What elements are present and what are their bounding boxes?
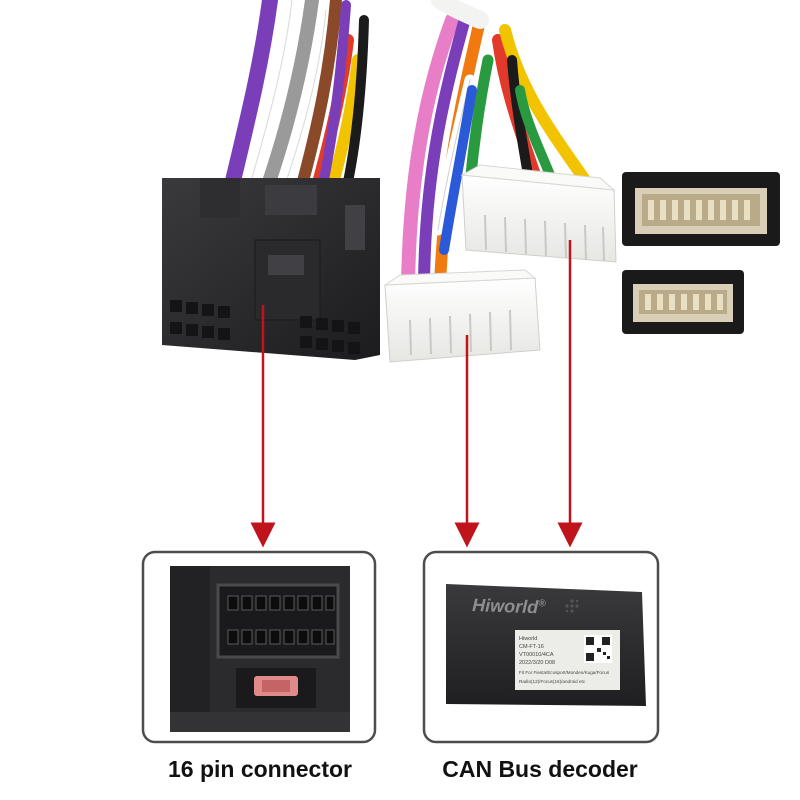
socket-inset-large xyxy=(622,172,780,246)
left-wire-bundle xyxy=(224,0,369,205)
decoder-label-line: CM-FT-16 xyxy=(519,644,544,650)
connector-inset xyxy=(141,550,377,744)
registered-mark: ® xyxy=(538,598,546,609)
speaker-grille-icon xyxy=(565,599,579,613)
socket-inset-small xyxy=(622,270,744,334)
decoder-brand-name: Hiworld xyxy=(472,595,540,617)
decoder-caption: CAN Bus decoder xyxy=(442,756,638,782)
decoder-label-line: 2022/3/20 D08 xyxy=(519,660,555,666)
qr-code-icon xyxy=(584,635,612,663)
connector-pin-grid xyxy=(227,595,335,645)
white-plug-small xyxy=(383,269,541,363)
arrows xyxy=(250,240,583,548)
decoder-label-line: Fit For Fiesta/Ecosport/Mondeo/Kuga/Focu… xyxy=(519,670,610,675)
plug-pin-row xyxy=(170,300,360,354)
right-wire-bundle xyxy=(401,0,591,292)
decoder-label-line: VT00010/4CA xyxy=(519,652,554,658)
connector-caption: 16 pin connector xyxy=(167,756,353,782)
decoder-label-line: Hiworld xyxy=(519,636,537,642)
black-16-pin-plug xyxy=(162,178,380,360)
decoder-label-line: Radio(12)/Focus(16)/android etc xyxy=(519,679,586,684)
white-plug-large xyxy=(460,164,617,263)
decoder-inset: Hiworld® Hiworld CM-FT-16 VT00010/4CA 20… xyxy=(422,550,660,744)
decoder-brand: Hiworld® xyxy=(472,595,547,618)
